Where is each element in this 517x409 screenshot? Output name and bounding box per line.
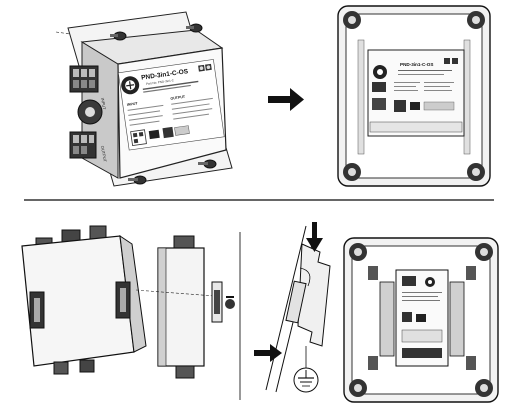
enclosure-din-rail-view [343,237,499,403]
screw-top-right [186,23,203,33]
input-heading: INPUT [127,101,139,107]
enclosure-corner-screw-tl [343,11,361,29]
din-rail-mounting-detail [254,222,331,393]
enclosure-corner-screw-bl [343,163,361,181]
din-rail-left [379,281,395,357]
output-terminal-block [69,131,97,159]
mounted-device: PND-3in1-C-OS [367,49,465,137]
screw-bottom-right [198,159,217,169]
certification-mark [148,129,160,140]
device-back-view [21,225,147,375]
screw-bottom-left [128,175,147,185]
input-terminal-label: INPUT [100,97,107,110]
input-terminal-block [69,65,99,93]
device-mounting-plate-view: INPUT OUTPUT PND-3in1-C-OS Part No: PND-… [55,11,233,187]
screw-top-left [55,31,127,41]
qr-code [130,129,147,147]
output-heading: OUTPUT [170,95,186,101]
earth-ground-icon [293,346,319,393]
right-arrow-step-1 [268,88,304,111]
enclosure-corner-screw-br [467,163,485,181]
cable-gland [77,99,103,125]
device-side-profile [135,235,215,379]
device-label-panel: PND-3in1-C-OS Part No: PND-3in1-C INPUT … [117,59,225,151]
din-rail-right [449,281,465,357]
din-clip-right [115,281,131,319]
mounted-device-model-label: PND-3in1-C-OS [400,62,433,67]
enclosure-corner-screw-tr [467,11,485,29]
push-right-arrow-icon [254,344,282,362]
output-terminal-label: OUTPUT [100,145,108,163]
din-clip-left [29,291,45,329]
clip-screw-icon [225,299,235,309]
down-arrow-icon [306,222,323,252]
device-part-number: Part No: PND-3in1-C [146,78,175,86]
din-clip-detail [211,281,235,323]
enclosure-front-view: PND-3in1-C-OS [337,5,491,187]
